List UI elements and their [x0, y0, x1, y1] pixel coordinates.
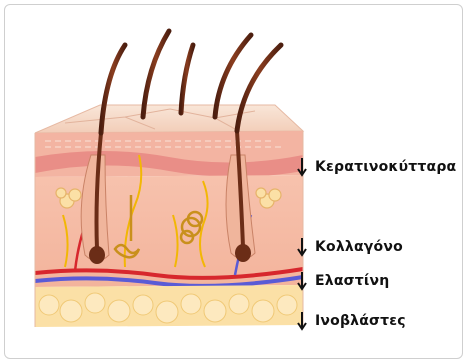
label-collagen: Κολλαγόνο: [297, 237, 403, 257]
collagen-label: Κολλαγόνο: [315, 239, 403, 255]
arrow-down-icon: [297, 157, 307, 177]
arrow-down-icon: [297, 271, 307, 291]
elastin-label: Ελαστίνη: [315, 273, 389, 289]
skin-cross-section-diagram: [5, 5, 462, 358]
label-elastin: Ελαστίνη: [297, 271, 389, 291]
label-keratinocytes: Κερατινοκύτταρα: [297, 157, 456, 177]
fibroblasts-label: Ινοβλάστες: [315, 313, 406, 329]
skin-block: [35, 105, 303, 327]
arrow-down-icon: [297, 237, 307, 257]
arrow-down-icon: [297, 311, 307, 331]
figure-frame: Κερατινοκύτταρα Κολλαγόνο Ελαστίνη Ινοβλ…: [4, 4, 463, 359]
label-fibroblasts: Ινοβλάστες: [297, 311, 406, 331]
keratinocytes-label: Κερατινοκύτταρα: [315, 159, 456, 175]
